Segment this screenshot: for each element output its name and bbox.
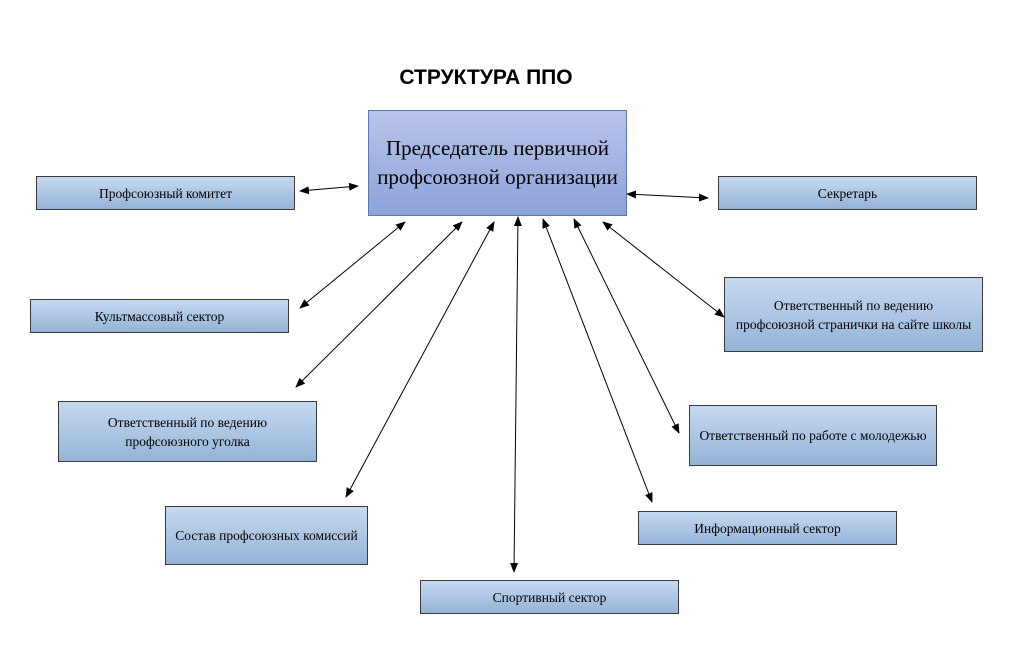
- arrow-secretary: [626, 190, 709, 202]
- chairman-box: Председатель первичной профсоюзной орган…: [368, 110, 627, 216]
- corner-label: Ответственный по ведению профсоюзного уг…: [107, 414, 268, 449]
- website-label: Ответственный по ведению профсоюзной стр…: [735, 297, 972, 332]
- website-box: Ответственный по ведению профсоюзной стр…: [724, 277, 983, 352]
- arrow-commissions: [345, 221, 495, 498]
- arrow-corner: [295, 221, 463, 388]
- secretary-label: Секретарь: [817, 185, 878, 201]
- arrow-info: [542, 218, 653, 503]
- corner-box: Ответственный по ведению профсоюзного уг…: [58, 401, 317, 462]
- chairman-label: Председатель первичной профсоюзной орган…: [377, 136, 618, 189]
- culture-sector-box: Культмассовый сектор: [30, 299, 289, 333]
- commissions-label: Состав профсоюзных комиссий: [175, 528, 358, 543]
- arrow-culture: [299, 221, 406, 309]
- sport-sector-label: Спортивный сектор: [492, 589, 607, 605]
- diagram-title: СТРУКТУРА ППО: [399, 66, 573, 89]
- sport-sector-box: Спортивный сектор: [420, 580, 679, 614]
- arrow-committee: [299, 182, 359, 195]
- youth-box: Ответственный по работе с молодежью: [689, 405, 937, 466]
- committee-box: Профсоюзный комитет: [36, 176, 295, 210]
- arrow-youth: [573, 218, 680, 434]
- secretary-box: Секретарь: [718, 176, 977, 210]
- commissions-box: Состав профсоюзных комиссий: [165, 506, 368, 565]
- committee-label: Профсоюзный комитет: [99, 185, 232, 201]
- arrow-website: [602, 221, 725, 318]
- culture-sector-label: Культмассовый сектор: [94, 308, 225, 324]
- info-sector-box: Информационный сектор: [638, 511, 897, 545]
- youth-label: Ответственный по работе с молодежью: [699, 428, 927, 443]
- arrow-sport: [510, 216, 522, 573]
- info-sector-label: Информационный сектор: [694, 520, 841, 536]
